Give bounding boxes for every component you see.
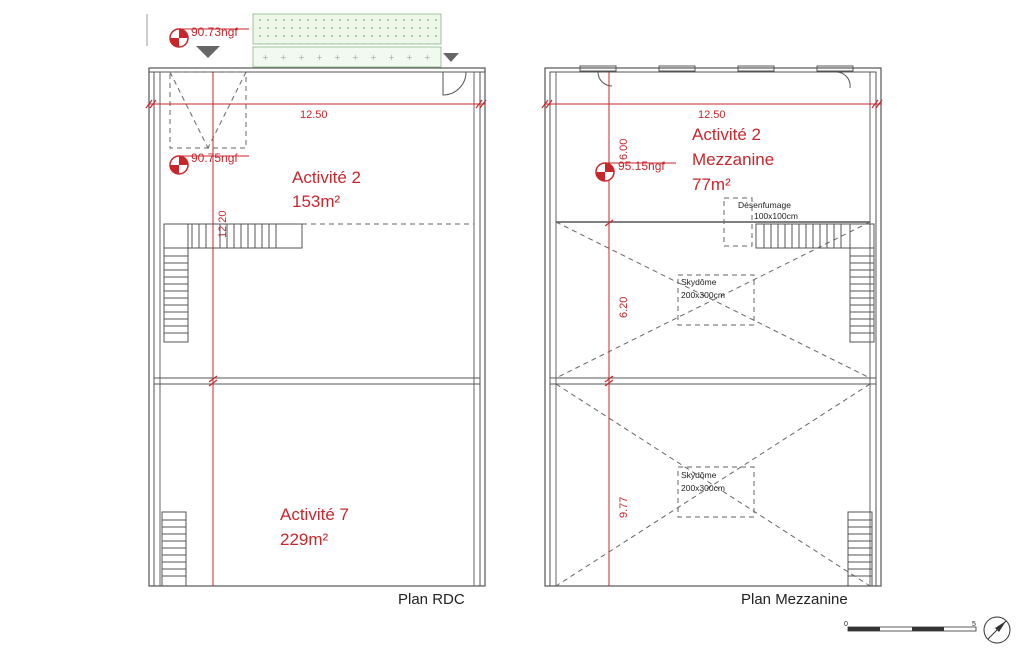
desenfumage-size: 100x100cm bbox=[754, 211, 798, 221]
rdc-stair-lower bbox=[161, 511, 187, 587]
svg-text:+: + bbox=[388, 53, 395, 62]
scale-end: 5 bbox=[972, 621, 976, 628]
scale-start: 0 bbox=[844, 621, 848, 628]
svg-text:+: + bbox=[334, 53, 341, 62]
rdc-plan-title: Plan RDC bbox=[398, 591, 465, 608]
green-terrace bbox=[252, 13, 442, 45]
desenfumage-box bbox=[723, 197, 753, 247]
mezz-level: 95.15ngf bbox=[618, 159, 665, 173]
svg-text:+: + bbox=[424, 53, 431, 62]
rdc-entrance-void bbox=[169, 71, 247, 149]
mezz-height-dim-top: 6.00 bbox=[618, 139, 630, 160]
rdc-room-upper-area: 153m² bbox=[292, 192, 341, 211]
rdc-level-inner: 90.75ngf bbox=[191, 151, 238, 165]
entrance-arrow-icon-2 bbox=[443, 53, 459, 62]
rdc-height-dim: 12.20 bbox=[217, 210, 229, 238]
plan-rdc: + + + + + + + + + + bbox=[145, 13, 487, 608]
svg-text:+: + bbox=[406, 53, 413, 62]
entrance-arrow-icon bbox=[196, 46, 220, 58]
level-marker-icon-2 bbox=[169, 155, 249, 175]
mezz-stair-upper bbox=[755, 223, 875, 343]
skydome-1-size: 200x300cm bbox=[681, 290, 725, 300]
svg-text:+: + bbox=[352, 53, 359, 62]
skydome-2-size: 200x300cm bbox=[681, 483, 725, 493]
rdc-room-lower-area: 229m² bbox=[280, 530, 329, 549]
svg-text:+: + bbox=[280, 53, 287, 62]
mezz-plan-title: Plan Mezzanine bbox=[741, 591, 848, 608]
rdc-stair-upper bbox=[163, 223, 303, 343]
mezz-room-name: Activité 2 bbox=[692, 125, 761, 144]
north-arrow-icon bbox=[983, 616, 1011, 644]
rdc-room-upper-name: Activité 2 bbox=[292, 168, 361, 187]
mezz-room-area: 77m² bbox=[692, 175, 731, 194]
level-marker-icon-3 bbox=[595, 162, 676, 182]
svg-text:+: + bbox=[298, 53, 305, 62]
mezz-height-dim-bottom: 9.77 bbox=[618, 497, 630, 518]
mezz-room-name-line2: Mezzanine bbox=[692, 150, 774, 169]
rdc-party-wall bbox=[153, 377, 481, 385]
rdc-room-lower-name: Activité 7 bbox=[280, 505, 349, 524]
rdc-level-top: 90.73ngf bbox=[191, 25, 238, 39]
skydome-1-label: Skydôme bbox=[681, 277, 717, 287]
svg-text:+: + bbox=[262, 53, 269, 62]
skydome-2-label: Skydôme bbox=[681, 470, 717, 480]
desenfumage-label: Désenfumage bbox=[738, 200, 791, 210]
mezz-outer-wall bbox=[544, 67, 882, 587]
skydome-2-box bbox=[677, 466, 755, 518]
plan-mezzanine: Désenfumage 100x100cm bbox=[541, 65, 883, 608]
mezz-windows bbox=[579, 65, 854, 89]
scale-bar: 0 5 bbox=[844, 621, 977, 632]
svg-text:+: + bbox=[316, 53, 323, 62]
rdc-width-dim: 12.50 bbox=[300, 109, 328, 121]
mezz-party-wall bbox=[549, 377, 877, 385]
skydome-1-box bbox=[677, 274, 755, 326]
door-swing-icon bbox=[442, 71, 467, 96]
level-marker-icon bbox=[169, 28, 249, 48]
mezz-height-dim-mid: 6.20 bbox=[618, 297, 630, 318]
green-strip bbox=[252, 46, 442, 68]
mezz-width-dim: 12.50 bbox=[698, 109, 726, 121]
mezz-stair-lower bbox=[847, 511, 873, 587]
svg-text:+: + bbox=[370, 53, 377, 62]
